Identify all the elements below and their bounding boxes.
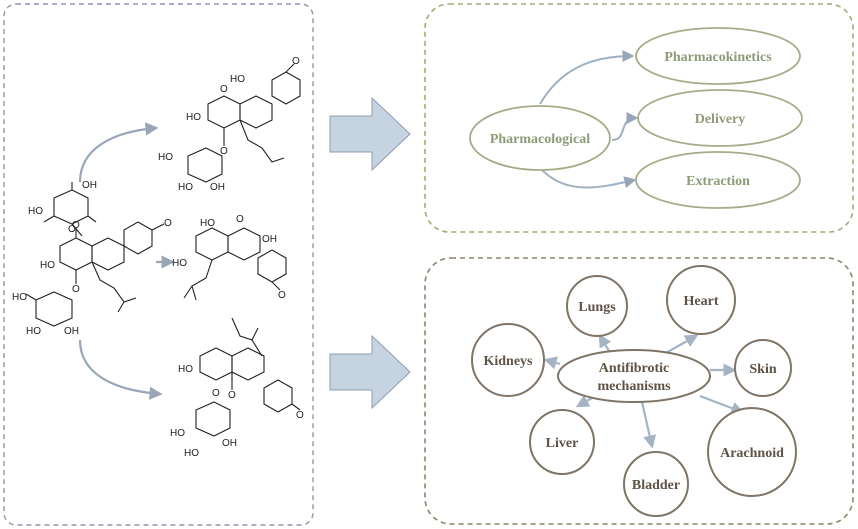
mol2-o-methyl: O bbox=[292, 56, 300, 67]
link-to-extraction bbox=[539, 167, 637, 189]
label-pharmacological: Pharmacological bbox=[490, 132, 590, 147]
link-to-pharmacokinetics bbox=[539, 50, 635, 105]
arrow-to-molecule-bottom bbox=[78, 339, 163, 400]
mol1-o-methyl: O bbox=[164, 218, 172, 229]
node-antifibrotic-mechanisms bbox=[557, 349, 711, 403]
label-heart: Heart bbox=[684, 294, 719, 309]
mol2-oh-sugar-bottom: OH bbox=[210, 182, 225, 193]
mol3-ho-left: HO bbox=[172, 258, 187, 269]
label-bladder: Bladder bbox=[632, 478, 680, 493]
mol1-ho-bottom: HO bbox=[26, 326, 41, 337]
label-lungs: Lungs bbox=[578, 300, 616, 315]
mol4-oh-sugar: OH bbox=[222, 438, 237, 449]
label-arachnoid: Arachnoid bbox=[720, 446, 784, 461]
mol1-o-link: O bbox=[72, 284, 80, 295]
mol1-oh-bottom: OH bbox=[64, 326, 79, 337]
mol3-o-methyl: O bbox=[278, 290, 286, 301]
structures-panel bbox=[3, 3, 314, 526]
mol4-ho-sugar-left: HO bbox=[170, 428, 185, 439]
node-extraction bbox=[635, 151, 801, 209]
mol1-o-carbonyl: O bbox=[72, 220, 80, 231]
label-liver: Liver bbox=[546, 436, 579, 451]
node-pharmacokinetics bbox=[635, 27, 801, 85]
node-kidneys bbox=[471, 323, 545, 397]
node-delivery bbox=[637, 89, 803, 147]
link-to-liver bbox=[575, 395, 593, 408]
mol3-o-carbonyl: O bbox=[236, 214, 244, 225]
link-to-bladder bbox=[640, 401, 657, 449]
molecule-middle: O HO O OH HO bbox=[172, 214, 287, 301]
node-arachnoid bbox=[707, 407, 797, 497]
label-antifibrotic-line2: mechanisms bbox=[597, 379, 671, 394]
link-to-heart bbox=[663, 334, 699, 355]
link-to-kidneys bbox=[543, 356, 561, 370]
mol3-oh-right: OH bbox=[262, 234, 277, 245]
molecule-bottom: HO O O O HO HO OH bbox=[170, 317, 304, 459]
label-skin: Skin bbox=[749, 362, 776, 377]
mol1-oh-top: OH bbox=[82, 180, 97, 191]
node-bladder bbox=[623, 451, 689, 517]
label-kidneys: Kidneys bbox=[483, 354, 533, 369]
big-arrow-bottom bbox=[329, 334, 411, 410]
antifibrotic-panel bbox=[424, 257, 854, 525]
label-extraction: Extraction bbox=[686, 174, 750, 189]
link-to-arachnoid bbox=[699, 394, 745, 415]
mol1-ho-top: HO bbox=[28, 206, 43, 217]
label-delivery: Delivery bbox=[695, 112, 746, 127]
mol4-o-link: O bbox=[228, 390, 236, 401]
mol4-o-carbonyl: O bbox=[212, 388, 220, 399]
node-skin bbox=[734, 339, 792, 397]
mol2-ho-sugar-left: HO bbox=[158, 152, 173, 163]
mol2-ho-left: HO bbox=[186, 112, 201, 123]
mol4-ho-top: HO bbox=[178, 364, 193, 375]
mol1-ho-mid: HO bbox=[40, 260, 55, 271]
node-heart bbox=[666, 265, 736, 335]
label-antifibrotic-line1: Antifibrotic bbox=[599, 361, 670, 376]
mol2-oh-top: HO bbox=[230, 74, 245, 85]
big-arrow-top bbox=[329, 96, 411, 172]
mol2-ho-sugar-bottom: HO bbox=[178, 182, 193, 193]
link-to-delivery bbox=[611, 112, 639, 141]
mol4-o-methyl: O bbox=[296, 410, 304, 421]
mol1-o-ring: O bbox=[68, 224, 76, 235]
mol2-o-carbonyl: O bbox=[220, 84, 228, 95]
molecule-top: O O HO HO O HO HO OH bbox=[158, 56, 301, 193]
mol1-ho-bottom-left: HO bbox=[12, 292, 27, 303]
mol4-ho-sugar-bottom: HO bbox=[184, 448, 199, 459]
node-liver bbox=[529, 409, 595, 475]
pharmaceutics-panel bbox=[424, 3, 854, 233]
node-lungs bbox=[566, 275, 628, 337]
arrow-to-molecule-top bbox=[78, 122, 159, 183]
mol2-o-link: O bbox=[220, 146, 228, 157]
parent-molecule: HO OH O O HO O O HO HO OH bbox=[12, 180, 172, 337]
node-pharmacological bbox=[469, 105, 611, 171]
mol3-ho-top: HO bbox=[200, 218, 215, 229]
label-pharmacokinetics: Pharmacokinetics bbox=[664, 50, 772, 65]
